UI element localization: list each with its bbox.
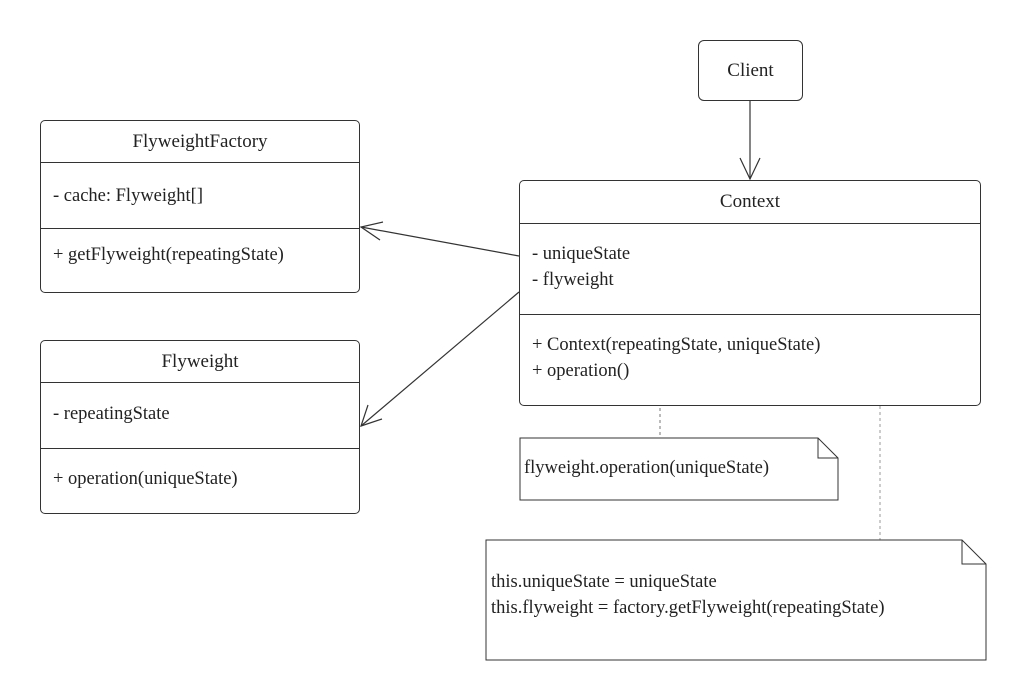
client-box[interactable]: Client [698,40,803,101]
flyweight-factory-class[interactable]: FlyweightFactory - cache: Flyweight[] + … [40,120,360,293]
flyweight-factory-attribute: - cache: Flyweight[] [53,186,203,206]
flyweight-factory-attributes: - cache: Flyweight[] [41,163,359,229]
flyweight-methods: + operation(uniqueState) [41,449,359,492]
context-to-factory-arrowhead [359,221,384,241]
flyweight-factory-method: + getFlyweight(repeatingState) [53,245,284,265]
context-to-factory-arrow [360,226,520,257]
context-to-flyweight-arrowhead [360,404,383,427]
client-label: Client [727,59,774,81]
constructor-note-text: this.uniqueState = uniqueState this.flyw… [491,569,885,621]
context-class[interactable]: Context - uniqueState - flyweight + Cont… [519,180,981,406]
context-to-flyweight-arrow [360,291,520,427]
operation-note-shape [519,437,839,501]
context-attribute: - flyweight [532,270,614,290]
context-method: + operation() [532,361,630,381]
context-methods: + Context(repeatingState, uniqueState) +… [520,315,980,384]
context-method: + Context(repeatingState, uniqueState) [532,335,821,355]
flyweight-factory-title: FlyweightFactory [41,121,359,163]
flyweight-factory-methods: + getFlyweight(repeatingState) [41,229,359,268]
operation-note-text: flyweight.operation(uniqueState) [524,458,770,478]
flyweight-class[interactable]: Flyweight - repeatingState + operation(u… [40,340,360,514]
context-attribute: - uniqueState [532,244,631,264]
context-title: Context [520,181,980,224]
flyweight-title: Flyweight [41,341,359,383]
constructor-note-line: this.flyweight = factory.getFlyweight(re… [491,598,885,618]
flyweight-attribute: - repeatingState [53,404,170,424]
constructor-note-shape [485,539,987,661]
flyweight-method: + operation(uniqueState) [53,469,238,489]
flyweight-attributes: - repeatingState [41,383,359,449]
client-to-context-arrowhead [739,157,761,181]
context-attributes: - uniqueState - flyweight [520,224,980,315]
constructor-note-line: this.uniqueState = uniqueState [491,572,717,592]
